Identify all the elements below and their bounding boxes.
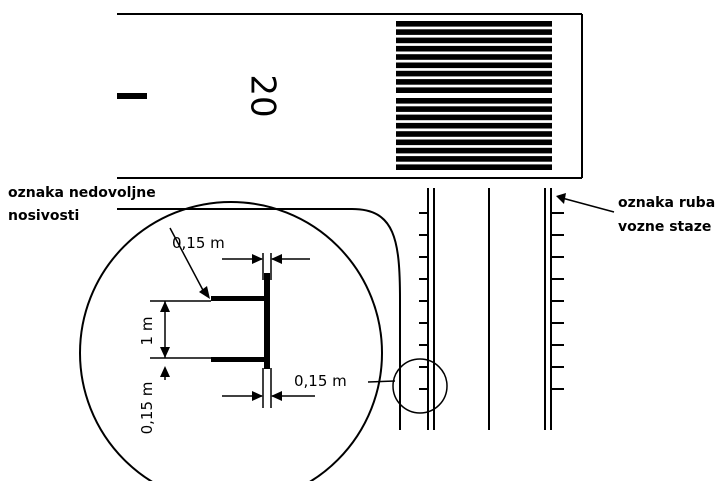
threshold-stripe [396, 62, 552, 69]
weak-bearing-marking [150, 253, 315, 408]
threshold-stripe [396, 45, 552, 52]
threshold-stripe [396, 114, 552, 121]
detail-connector [367, 380, 396, 383]
threshold-stripe [396, 29, 552, 35]
threshold-stripe [396, 21, 552, 27]
threshold-stripe [396, 98, 552, 104]
edge-arrowhead [556, 193, 566, 204]
edge-leader [561, 197, 615, 213]
dim-gap: 0,15 m [138, 382, 156, 435]
threshold-stripe [396, 147, 552, 154]
detail-circle-small [392, 358, 448, 414]
centerline-dash [117, 93, 147, 99]
threshold-stripe [396, 54, 552, 60]
edge-ticks [419, 212, 564, 390]
threshold-stripe [396, 131, 552, 137]
dim-length: 1 m [138, 317, 156, 346]
edge-label-line2: vozne staze [618, 219, 711, 235]
dim-top-width: 0,15 m [172, 234, 225, 252]
weak-bearing-arrowhead [199, 286, 210, 299]
runway-outline [117, 13, 583, 179]
threshold-stripe [396, 70, 552, 77]
runway-number: 20 [243, 74, 283, 117]
threshold-stripe [396, 106, 552, 112]
weak-bearing-label-line2: nosivosti [8, 208, 79, 224]
weak-bearing-leader [169, 227, 206, 295]
threshold-stripe [396, 156, 552, 162]
threshold-stripes [396, 21, 552, 170]
threshold-stripe [396, 122, 552, 129]
threshold-stripe [396, 139, 552, 146]
threshold-stripe [396, 164, 552, 170]
taxiway-edge-curve [351, 208, 401, 430]
threshold-stripe [396, 79, 552, 85]
weak-bearing-label-line1: oznaka nedovoljne [8, 185, 156, 201]
edge-label-line1: oznaka ruba [618, 195, 715, 211]
detail-circle-large [79, 201, 383, 481]
dim-right-width: 0,15 m [294, 372, 347, 390]
threshold-stripe [396, 37, 552, 44]
threshold-stripe [396, 87, 552, 93]
